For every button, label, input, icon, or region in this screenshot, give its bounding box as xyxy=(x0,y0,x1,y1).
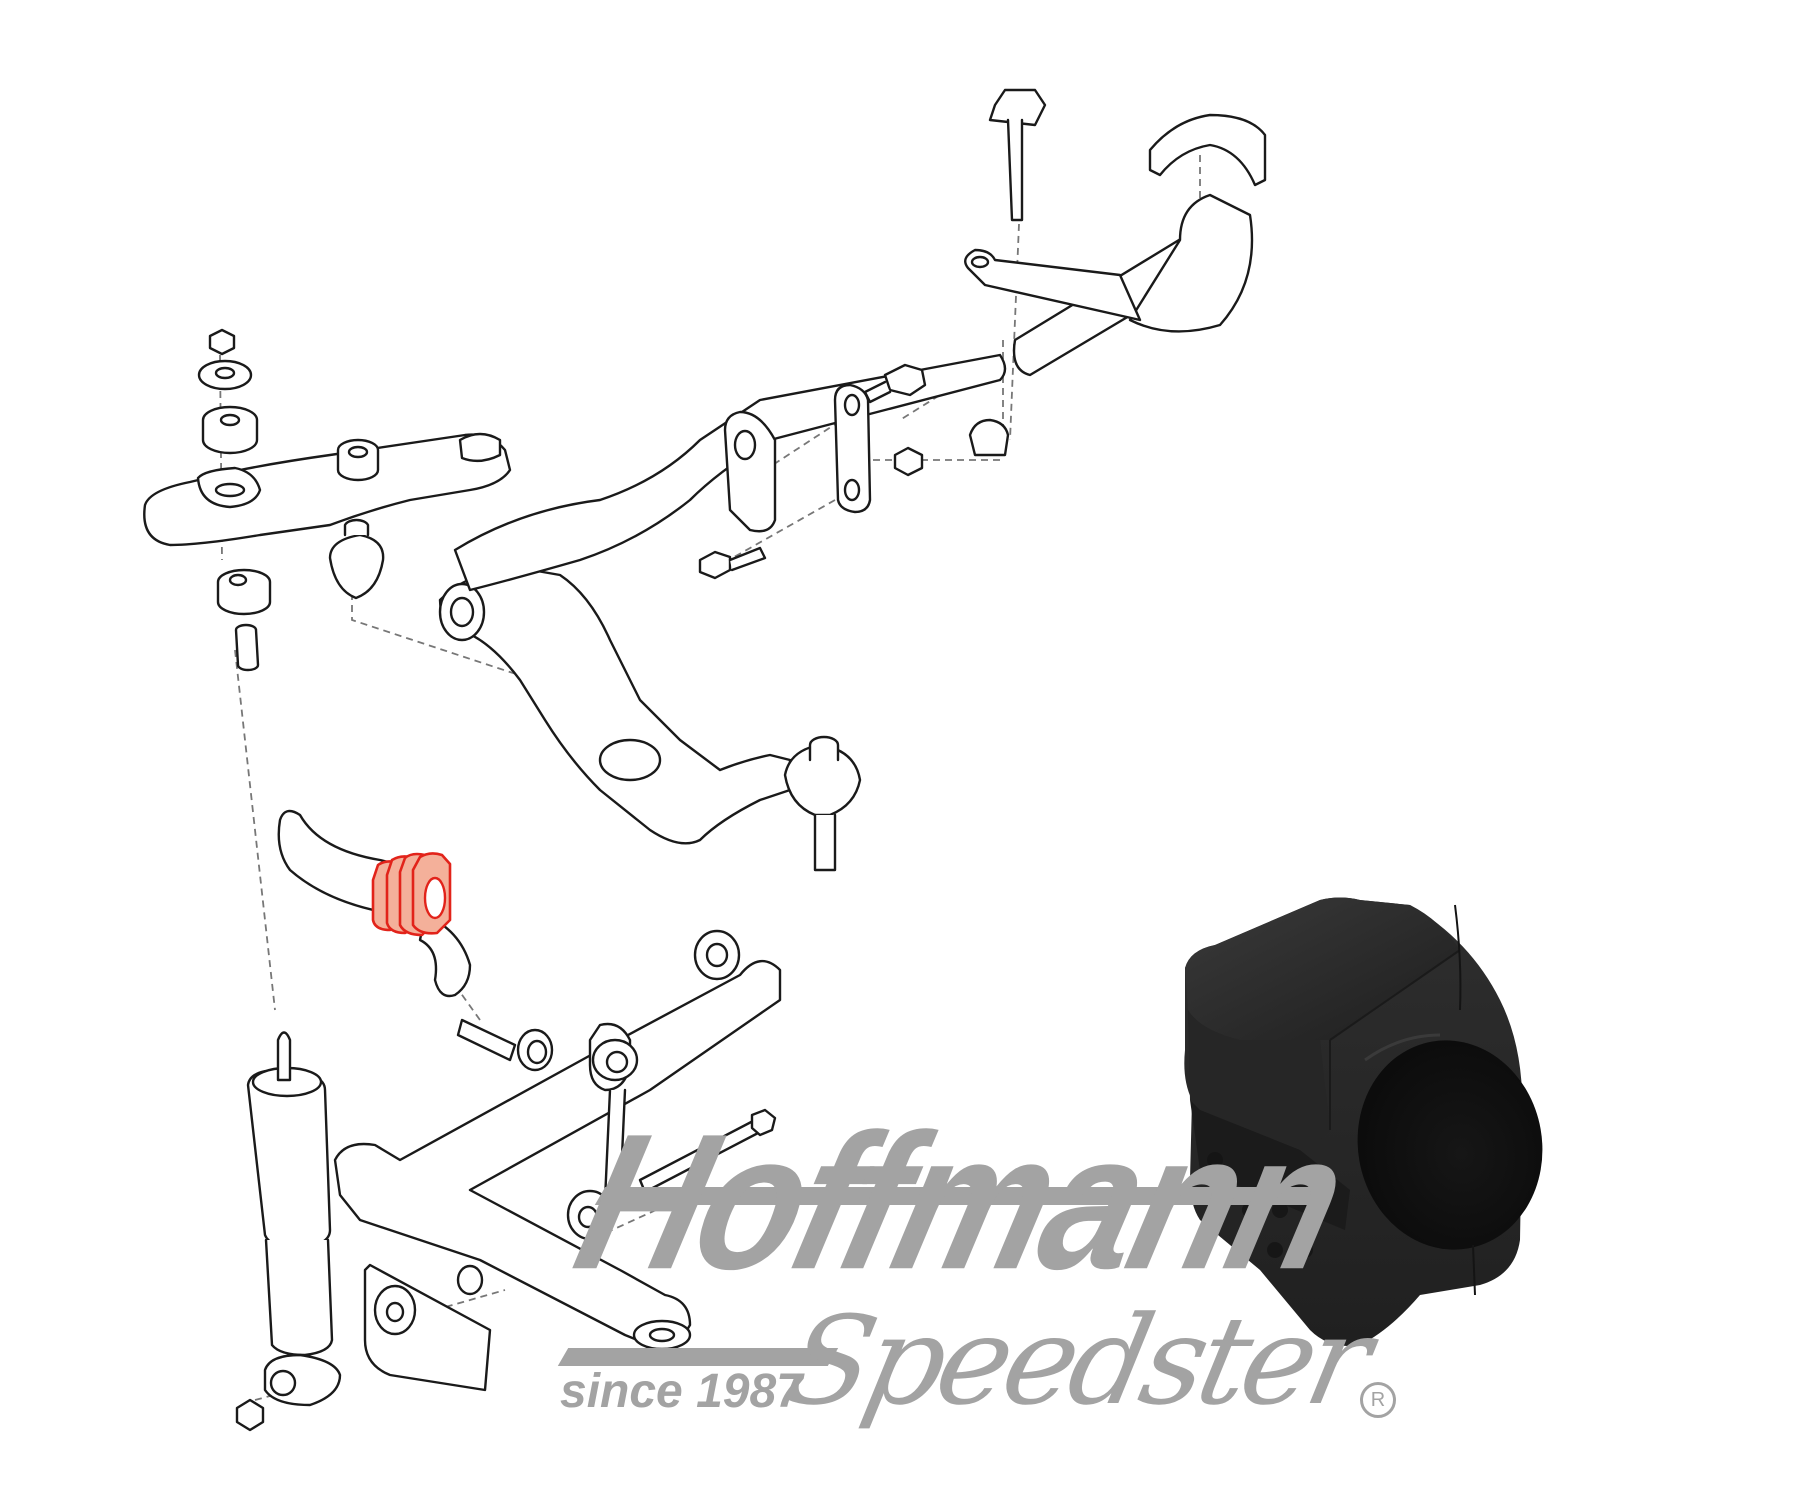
ball-joint xyxy=(783,743,862,817)
anti-roll-bar-clamp-top xyxy=(1148,113,1267,187)
strut-mount-washer xyxy=(197,359,253,391)
stabilizer-bar-section xyxy=(277,809,472,998)
rubber-bushing-photo xyxy=(1184,897,1543,1346)
strut-mount-upper-bushing xyxy=(201,405,259,455)
anti-roll-bar-bracket xyxy=(723,410,777,533)
bushing-sleeve xyxy=(456,1018,517,1062)
strut-mount-plate xyxy=(143,433,512,547)
molding-marks xyxy=(1207,1152,1318,1258)
anti-roll-bar-clamp-bolt xyxy=(988,88,1047,127)
strut-mount-sleeve xyxy=(234,623,260,672)
anti-roll-bar-mount-arm xyxy=(964,248,1142,322)
strut-mount-nut xyxy=(208,328,236,356)
registered-mark-icon: R xyxy=(1360,1382,1396,1418)
mounting-cap-nut xyxy=(968,418,1010,457)
logo-brand-text: Hoffmann xyxy=(558,1093,1362,1310)
shock-nut xyxy=(235,1398,265,1432)
anti-roll-bar-end-cap xyxy=(1128,193,1254,333)
mounting-bolt xyxy=(883,363,927,397)
anti-roll-bar-upper xyxy=(453,88,1267,592)
bump-stop xyxy=(328,533,385,600)
strut-mount-assembly xyxy=(143,328,512,672)
stabilizer-bar-bushing-highlighted xyxy=(371,852,452,937)
logo-since-text: since 1987 xyxy=(560,1365,803,1418)
logo-subbrand-text: Speedster xyxy=(774,1290,1378,1432)
mounting-nut xyxy=(893,446,924,477)
upper-control-arm xyxy=(438,566,862,872)
lower-suspension-assembly xyxy=(235,929,782,1432)
